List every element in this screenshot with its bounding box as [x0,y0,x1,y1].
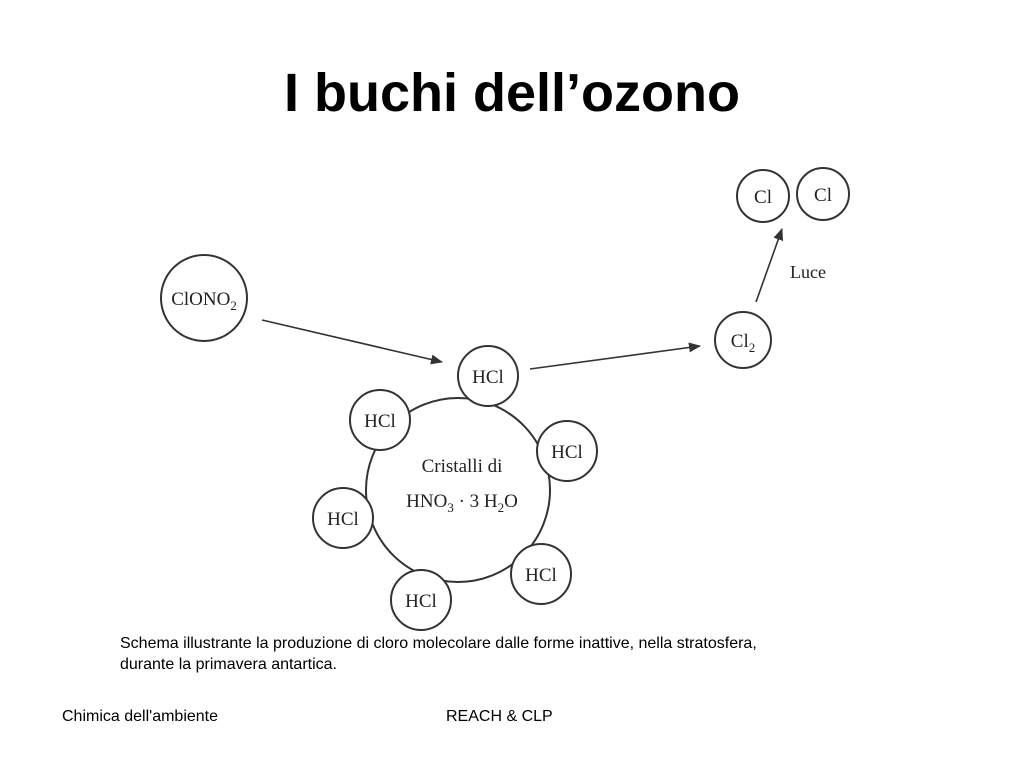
cl-atom-right: Cl [796,167,850,221]
diagram-canvas: ClONO2 Cristalli di HNO3 · 3 H2O HCl HCl… [160,167,850,631]
hcl-label: HCl [525,565,557,586]
clono2-label: ClONO2 [171,289,237,313]
cl2-node: Cl2 [714,311,772,369]
cl2-label: Cl2 [731,331,755,355]
caption-line-2: durante la primavera antartica. [120,656,337,673]
clono2-node: ClONO2 [160,254,248,342]
diagram-caption: Schema illustrante la produzione di clor… [120,633,940,675]
hcl-node-right: HCl [536,420,598,482]
hcl-node-lower-left: HCl [312,487,374,549]
hcl-node-top: HCl [457,345,519,407]
crystal-label-line1: Cristalli di [422,456,503,477]
hcl-node-upper-left: HCl [349,389,411,451]
hcl-node-bottom: HCl [390,569,452,631]
cl-atom-label: Cl [754,187,772,208]
light-label: Luce [790,262,826,282]
crystal-label-line2: HNO3 · 3 H2O [406,491,518,515]
hcl-label: HCl [405,591,437,612]
arrow-clono2-to-hcl [261,319,443,365]
cl-atom-label: Cl [814,185,832,206]
hcl-label: HCl [327,509,359,530]
hcl-label: HCl [551,442,583,463]
footer-topic: REACH & CLP [446,708,553,725]
arrow-light [755,228,784,303]
caption-line-1: Schema illustrante la produzione di clor… [120,635,757,652]
crystal-node: Cristalli di HNO3 · 3 H2O [365,397,551,583]
hcl-node-lower-right: HCl [510,543,572,605]
cl-atom-left: Cl [736,169,790,223]
hcl-label: HCl [472,367,504,388]
footer-course: Chimica dell'ambiente [62,708,219,725]
ozone-hole-diagram: ClONO2 Cristalli di HNO3 · 3 H2O HCl HCl… [140,150,880,640]
arrow-hcl-to-cl2 [529,342,701,370]
hcl-label: HCl [364,411,396,432]
slide-title: I buchi dell’ozono [284,63,740,123]
